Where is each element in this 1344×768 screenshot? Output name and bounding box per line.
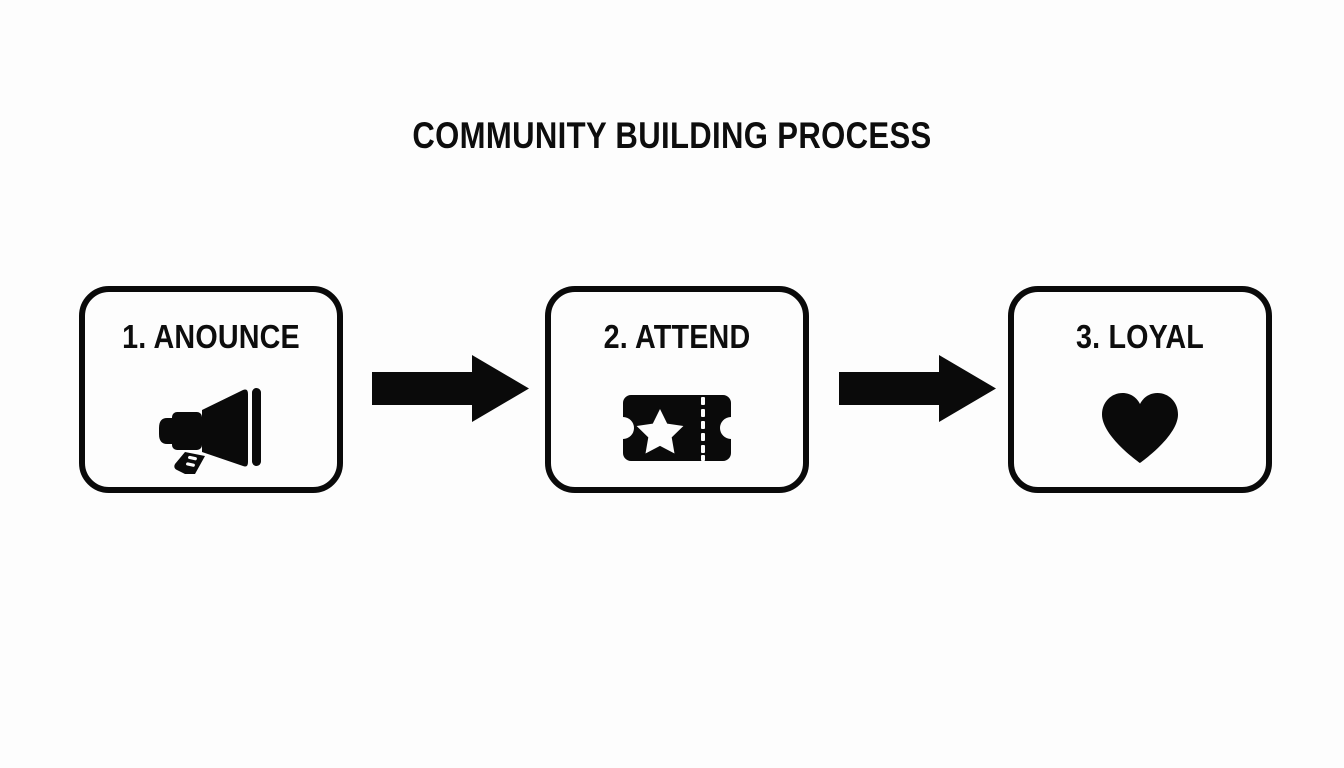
step-label-attend: 2. ATTEND: [603, 318, 751, 355]
ticket-icon: [551, 378, 803, 478]
process-flow: 1. ANOUNCE: [79, 286, 1272, 493]
arrow-right-icon-1: [372, 355, 529, 422]
page-title: COMMUNITY BUILDING PROCESS: [412, 115, 932, 156]
step-card-attend[interactable]: 2. ATTEND: [545, 286, 809, 493]
step-card-loyal[interactable]: 3. LOYAL: [1008, 286, 1272, 493]
megaphone-icon: [85, 378, 337, 478]
step-label-loyal: 3. LOYAL: [1076, 318, 1204, 355]
arrow-right-icon-2: [839, 355, 996, 422]
step-label-anounce: 1. ANOUNCE: [122, 318, 300, 355]
step-card-anounce[interactable]: 1. ANOUNCE: [79, 286, 343, 493]
heart-icon: [1014, 378, 1266, 478]
